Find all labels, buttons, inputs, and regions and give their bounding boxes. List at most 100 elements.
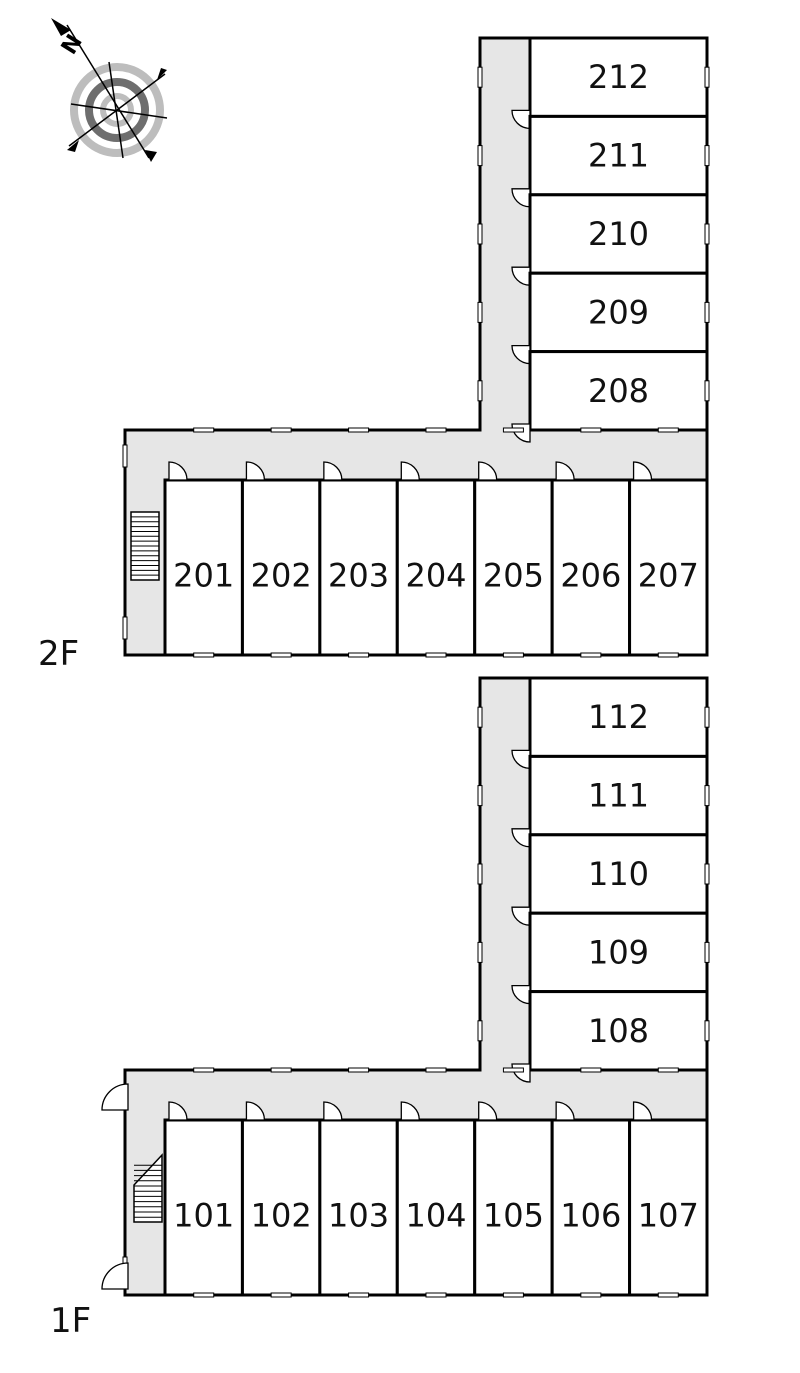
room-label: 212 <box>588 58 649 96</box>
room-label: 201 <box>173 557 234 595</box>
window-icon <box>502 1067 524 1073</box>
window-icon <box>270 1067 292 1073</box>
window-icon <box>704 66 710 88</box>
room-label: 102 <box>251 1197 312 1235</box>
room-label: 209 <box>588 293 649 331</box>
window-icon <box>704 223 710 245</box>
room-201 <box>163 478 244 657</box>
room-label: 206 <box>560 557 621 595</box>
window-icon <box>270 1292 292 1298</box>
door-icon <box>400 461 420 481</box>
room-110 <box>528 833 709 915</box>
window-icon <box>502 427 524 433</box>
window-icon <box>477 301 483 323</box>
room-label: 205 <box>483 557 544 595</box>
window-icon <box>704 301 710 323</box>
window-icon <box>657 1067 679 1073</box>
floor-label-2f: 2F <box>38 634 79 674</box>
window-icon <box>477 66 483 88</box>
window-icon <box>580 427 602 433</box>
window-icon <box>704 941 710 963</box>
room-label: 204 <box>405 557 466 595</box>
window-icon <box>348 427 370 433</box>
window-icon <box>657 1292 679 1298</box>
window-icon <box>477 863 483 885</box>
room-label: 211 <box>588 137 649 175</box>
window-icon <box>657 652 679 658</box>
window-icon <box>502 1292 524 1298</box>
door-icon <box>478 461 498 481</box>
room-208 <box>528 350 709 432</box>
staircase-icon <box>130 511 160 581</box>
room-label: 110 <box>588 855 649 893</box>
door-icon <box>400 1101 420 1121</box>
window-icon <box>580 1067 602 1073</box>
room-label: 111 <box>588 777 649 815</box>
window-icon <box>348 1067 370 1073</box>
door-icon <box>632 461 653 481</box>
room-label: 109 <box>588 933 649 971</box>
compass-north-icon: N <box>51 18 168 162</box>
room-label: 101 <box>173 1197 234 1235</box>
window-icon <box>193 427 215 433</box>
door-icon <box>168 1101 188 1121</box>
window-icon <box>193 1292 215 1298</box>
window-icon <box>348 652 370 658</box>
door-icon <box>323 1101 343 1121</box>
window-icon <box>580 1292 602 1298</box>
room-207 <box>628 478 709 657</box>
room-103 <box>318 1118 399 1297</box>
room-label: 103 <box>328 1197 389 1235</box>
room-112 <box>528 676 709 758</box>
staircase-icon <box>133 1153 163 1223</box>
window-icon <box>502 652 524 658</box>
window-icon <box>580 652 602 658</box>
window-icon <box>704 785 710 807</box>
window-icon <box>270 652 292 658</box>
room-204 <box>395 478 477 657</box>
entrance-door-icon <box>101 1083 129 1111</box>
floor-label-1f: 1F <box>50 1301 91 1341</box>
door-icon <box>168 461 188 481</box>
window-icon <box>657 427 679 433</box>
window-icon <box>193 1067 215 1073</box>
window-icon <box>477 145 483 167</box>
room-label: 108 <box>588 1012 649 1050</box>
entrance-door-icon <box>101 1262 129 1290</box>
room-210 <box>528 193 709 275</box>
window-icon <box>477 1020 483 1042</box>
window-icon <box>193 652 215 658</box>
window-icon <box>704 380 710 402</box>
room-label: 107 <box>638 1197 699 1235</box>
door-icon <box>632 1101 653 1121</box>
window-icon <box>270 427 292 433</box>
room-101 <box>163 1118 244 1297</box>
window-icon <box>477 785 483 807</box>
room-label: 207 <box>638 557 699 595</box>
window-icon <box>704 1020 710 1042</box>
window-icon <box>704 706 710 728</box>
door-icon <box>245 1101 266 1121</box>
window-icon <box>425 1292 447 1298</box>
room-label: 105 <box>483 1197 544 1235</box>
room-205 <box>473 478 554 657</box>
room-label: 112 <box>588 698 649 736</box>
window-icon <box>122 616 128 640</box>
window-icon <box>425 427 447 433</box>
window-icon <box>477 380 483 402</box>
room-label: 202 <box>251 557 312 595</box>
window-icon <box>704 863 710 885</box>
window-icon <box>704 145 710 167</box>
window-icon <box>348 1292 370 1298</box>
window-icon <box>425 652 447 658</box>
door-icon <box>245 461 266 481</box>
window-icon <box>122 444 128 468</box>
window-icon <box>477 706 483 728</box>
window-icon <box>477 941 483 963</box>
door-icon <box>323 461 343 481</box>
window-icon <box>425 1067 447 1073</box>
room-label: 203 <box>328 557 389 595</box>
